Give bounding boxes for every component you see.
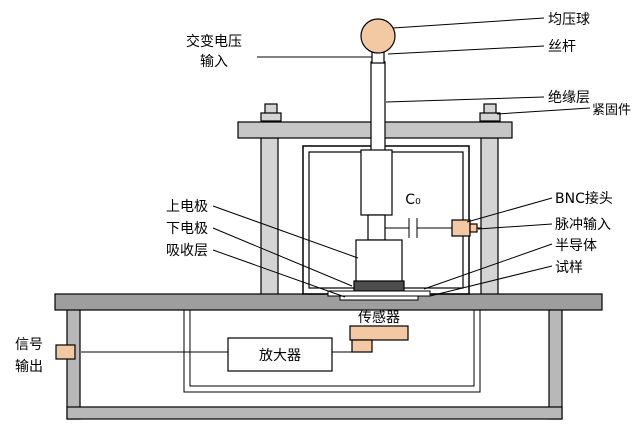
insulator-cylinder: [360, 149, 393, 216]
leader-upper-electrode: [212, 205, 359, 259]
sensor-foot: [351, 339, 373, 353]
leader-pulse-input: [477, 223, 553, 230]
label-lower-electrode: 下电极: [166, 221, 208, 237]
leader-absorption-layer: [212, 249, 346, 298]
sensor-body: [349, 325, 409, 341]
leader-insulation-layer: [385, 96, 545, 103]
left-column: [260, 137, 279, 296]
semiconductor-layer-strip: [327, 290, 431, 297]
label-coupling-capacitor: C₀: [405, 192, 421, 208]
grading-ball: [360, 18, 396, 54]
bnc-connector-tip: [469, 223, 478, 233]
leader-semiconductor: [423, 243, 553, 290]
stand-right-leg: [548, 299, 563, 420]
right-bolt-flange: [479, 112, 501, 122]
upper-electrode-box: [355, 239, 403, 283]
leader-screw-rod: [387, 45, 545, 55]
dark-electrode-layer: [353, 280, 405, 292]
sample-layer-strip: [339, 295, 419, 301]
label-absorption-layer: 吸收层: [166, 243, 208, 259]
signal-connector-block: [55, 344, 76, 360]
rod-stem: [371, 51, 385, 64]
leader-lower-electrode: [212, 227, 353, 287]
leader-fastener: [496, 107, 591, 115]
label-ac-voltage-line1: 交变电压: [186, 33, 242, 50]
label-ac-voltage-line2: 输入: [200, 54, 228, 70]
label-insulation-layer: 绝缘层: [548, 90, 590, 106]
label-sample: 试样: [555, 260, 583, 276]
label-signal-output-line2: 输出: [15, 359, 43, 375]
label-signal-output-line1: 信号: [15, 337, 43, 353]
label-screw-rod: 丝杆: [548, 39, 576, 55]
label-amplifier: 放大器: [259, 348, 301, 364]
label-grading-ball: 均压球: [548, 12, 590, 28]
left-bolt-flange: [260, 112, 282, 122]
stand-bottom-bar: [66, 406, 563, 420]
label-sensor: 传感器: [358, 309, 400, 326]
right-column: [480, 137, 499, 296]
leader-sample: [429, 265, 553, 297]
label-bnc-connector: BNC接头: [555, 190, 613, 207]
leader-grading-ball: [392, 17, 545, 29]
label-semiconductor: 半导体: [555, 238, 597, 254]
screw-rod: [370, 61, 386, 155]
amplifier-box: [227, 337, 333, 372]
label-pulse-input: 脉冲输入: [555, 217, 611, 233]
electrode-neck: [367, 214, 386, 241]
leader-bnc-connector: [466, 197, 553, 223]
label-upper-electrode: 上电极: [166, 199, 208, 215]
label-fastener: 紧固件: [592, 103, 631, 118]
